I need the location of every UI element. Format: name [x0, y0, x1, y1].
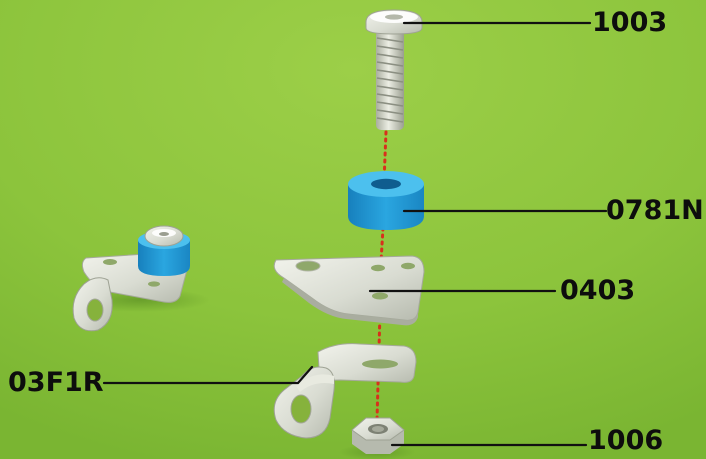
label-1003: 1003 [592, 7, 667, 39]
label-03F1R: 03F1R [8, 367, 104, 399]
spacer-icon [348, 171, 424, 230]
label-0781N: 0781N [606, 195, 704, 227]
label-0403: 0403 [560, 275, 635, 307]
label-1006: 1006 [588, 425, 663, 457]
